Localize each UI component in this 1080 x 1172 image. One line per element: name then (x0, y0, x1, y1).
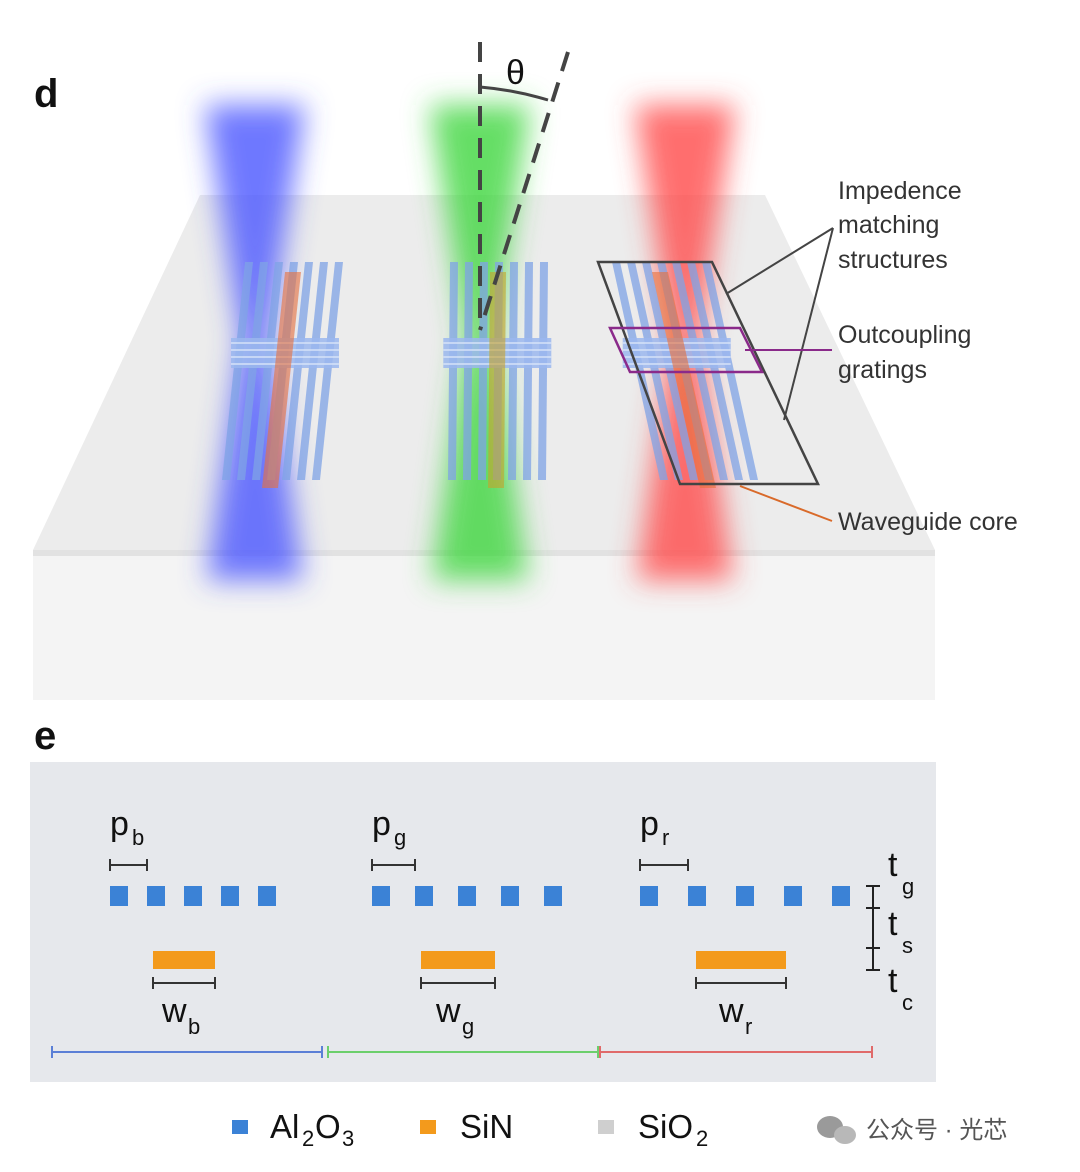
thickness-markers: t g t s t c (866, 846, 914, 1015)
wechat-icon (817, 1116, 856, 1144)
al2o3-block (640, 886, 658, 906)
grating-bar (312, 262, 343, 480)
callout-impedence-3: structures (838, 246, 948, 274)
al2o3-block (372, 886, 390, 906)
theta-symbol: θ (506, 54, 525, 92)
cross-section-panel (30, 762, 936, 1082)
period-sub: b (132, 825, 144, 850)
callout-waveguide: Waveguide core (838, 508, 1018, 536)
legend-sio: SiO (638, 1108, 693, 1145)
al2o3-block (258, 886, 276, 906)
panel-e-label: e (34, 714, 57, 758)
grating-bar (297, 262, 328, 480)
al2o3-block (110, 886, 128, 906)
width-sub: g (462, 1014, 474, 1039)
al2o3-block (544, 886, 562, 906)
period-sub: r (662, 825, 669, 850)
angle-indicator: θ (478, 42, 570, 331)
width-label: w (435, 992, 461, 1030)
grating-bar (508, 262, 518, 480)
al2o3-block (147, 886, 165, 906)
outcoupling-outline (608, 326, 765, 374)
grating-bar (252, 262, 283, 480)
legend-swatch-sio2 (598, 1120, 614, 1134)
red-grating-stack (596, 260, 820, 488)
waveguide-core (262, 272, 301, 488)
al2o3-block (501, 886, 519, 906)
al2o3-block (184, 886, 202, 906)
period-label: p (640, 805, 659, 843)
grating-bar (523, 262, 533, 480)
grating-bar (222, 262, 253, 480)
width-label: w (718, 992, 744, 1030)
legend: Al 2 O 3 SiN SiO 2 (232, 1108, 708, 1151)
watermark-text: 公众号 · 光芯 (866, 1117, 1007, 1144)
sin-core (421, 951, 495, 969)
al2o3-block (221, 886, 239, 906)
callout-impedence-1: Impedence (838, 177, 962, 205)
t-s-label: t (888, 905, 898, 943)
period-sub: g (394, 825, 406, 850)
panel-d-label: d (34, 72, 59, 116)
legend-swatch-al2o3 (232, 1120, 248, 1134)
legend-sin: SiN (460, 1108, 513, 1145)
callout-outcoupling-2: gratings (838, 356, 927, 384)
width-sub: r (745, 1014, 752, 1039)
legend-al-sub: 2 (302, 1126, 314, 1151)
legend-o-sub: 3 (342, 1126, 354, 1151)
grating-bar (448, 262, 458, 480)
blue-grating-stack (222, 262, 343, 488)
width-sub: b (188, 1014, 200, 1039)
callout-outcoupling-1: Outcoupling (838, 321, 971, 349)
t-g-label: t (888, 846, 898, 884)
t-c-sub: c (902, 990, 913, 1015)
grating-bar (538, 262, 548, 480)
waveguide-core (652, 272, 716, 488)
t-c-label: t (888, 962, 898, 1000)
al2o3-block (688, 886, 706, 906)
t-s-sub: s (902, 933, 913, 958)
watermark: 公众号 · 光芯 (817, 1116, 1007, 1144)
legend-sio-sub: 2 (696, 1126, 708, 1151)
legend-al: Al (270, 1108, 299, 1145)
al2o3-block (736, 886, 754, 906)
callout-impedence-2: matching (838, 211, 939, 239)
sin-core (153, 951, 215, 969)
impedence-outline (596, 260, 820, 486)
callouts: Impedence matching structures Outcouplin… (725, 177, 1018, 536)
waveguide-core (488, 272, 506, 488)
al2o3-block (415, 886, 433, 906)
sin-core (696, 951, 786, 969)
al2o3-block (784, 886, 802, 906)
t-g-sub: g (902, 874, 914, 899)
period-label: p (372, 805, 391, 843)
grating-bar (237, 262, 268, 480)
period-label: p (110, 805, 129, 843)
legend-swatch-sin (420, 1120, 436, 1134)
grating-stacks (222, 260, 820, 488)
grating-bar (463, 262, 473, 480)
al2o3-block (458, 886, 476, 906)
width-label: w (161, 992, 187, 1030)
legend-o: O (315, 1108, 341, 1145)
al2o3-block (832, 886, 850, 906)
grating-bar (282, 262, 313, 480)
